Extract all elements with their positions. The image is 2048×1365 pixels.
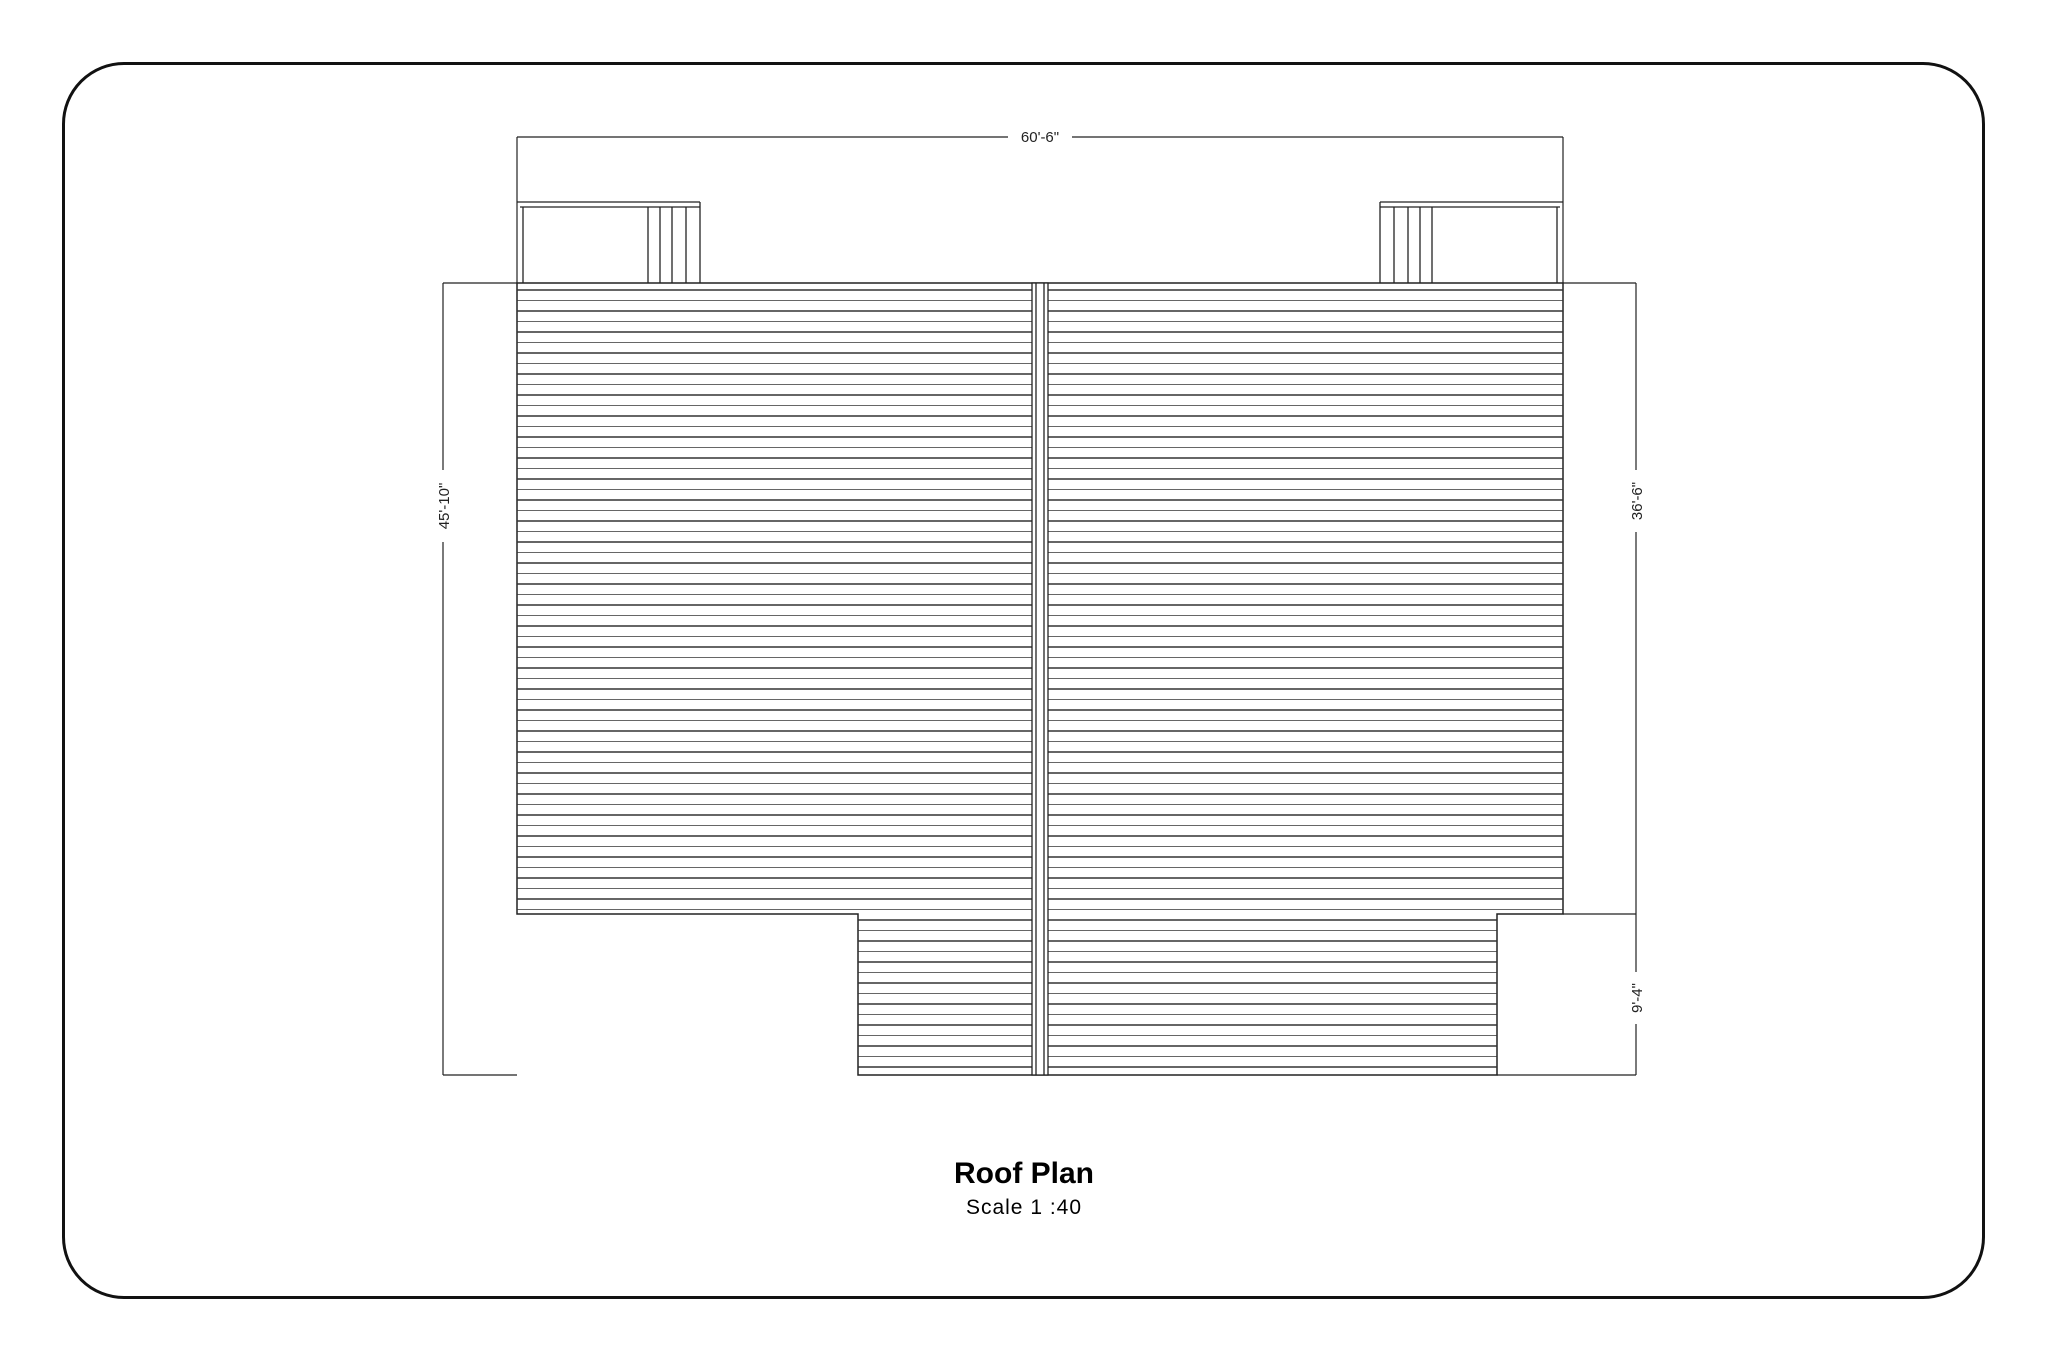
left-height-label: 45'-10": [436, 483, 453, 530]
overall-width-dimension: [516, 136, 1564, 283]
right-lower-label: 9'-4": [1629, 983, 1646, 1013]
left-height-dimension: [442, 282, 517, 1076]
right-upper-label: 36'-6": [1629, 482, 1646, 520]
plan-title: Roof Plan: [954, 1157, 1094, 1190]
left-parapet: [517, 201, 701, 283]
ridge-line: [1031, 282, 1049, 1076]
sheet-border: [62, 62, 1985, 1299]
overall-width-label: 60'-6": [1021, 129, 1059, 146]
right-parapet: [1379, 201, 1563, 283]
roof-sheeting-lines: [517, 289, 1563, 1068]
plan-scale: Scale 1 :40: [965, 1196, 1083, 1219]
right-dimensions: [1497, 282, 1637, 1076]
